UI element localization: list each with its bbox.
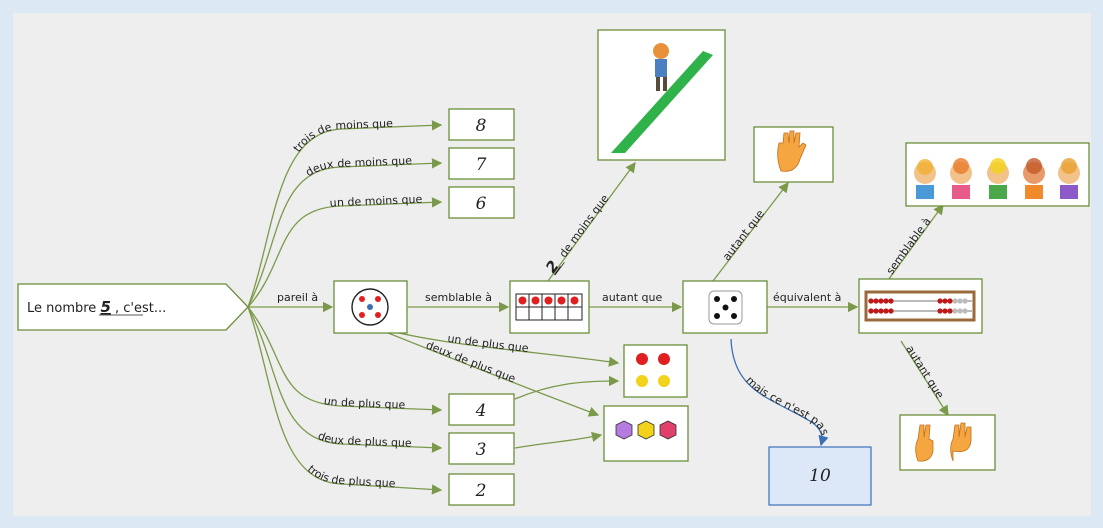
edge-label-mais: mais ce n'est pas bbox=[743, 374, 831, 437]
value-2: 2 bbox=[475, 481, 487, 501]
edge-label-autant-fingers: autant que bbox=[903, 343, 946, 401]
edge-label-trois-plus: trois de plus que bbox=[305, 463, 396, 491]
concept-map-canvas: Le nombre 5 , c'est... trois de moins qu… bbox=[13, 13, 1091, 516]
edge-label-equivalent: équivalent à bbox=[773, 291, 841, 304]
edge-label-deux-plus: deux de plus que bbox=[316, 429, 412, 450]
hand-five-icon bbox=[777, 130, 807, 172]
ten-node: 10 bbox=[768, 446, 872, 506]
svg-text:deux de moins que: deux de moins que bbox=[303, 154, 412, 179]
svg-text:un de plus que: un de plus que bbox=[323, 394, 406, 411]
child-figure-icon bbox=[653, 43, 669, 91]
value-8: 8 bbox=[476, 116, 487, 136]
ten-frame-icon bbox=[515, 293, 583, 321]
edge-label-semblable-kids: semblable à bbox=[884, 215, 934, 277]
less-boxes: 8 7 6 bbox=[448, 108, 515, 219]
hands-fingers-icon bbox=[915, 422, 972, 462]
svg-text:2_ de moins que: 2_ de moins que bbox=[542, 192, 612, 276]
fingers-node bbox=[899, 414, 996, 471]
svg-text:semblable à: semblable à bbox=[884, 215, 934, 277]
start-node: Le nombre 5 , c'est... bbox=[17, 283, 249, 331]
svg-text:mais ce n'est pas: mais ce n'est pas bbox=[743, 374, 831, 437]
colored-dots-node bbox=[623, 344, 688, 398]
five-children-icon bbox=[914, 158, 1080, 199]
cubes-icon bbox=[615, 420, 677, 440]
svg-text:trois de moins que: trois de moins que bbox=[291, 117, 394, 155]
number-track-icon bbox=[611, 51, 713, 153]
svg-text:un de moins que: un de moins que bbox=[329, 193, 423, 210]
edge-label-deux-moins: deux de moins que bbox=[303, 154, 412, 179]
edge-label-pareil: pareil à bbox=[277, 291, 318, 304]
kids-node bbox=[905, 142, 1090, 207]
svg-text:deux de plus que: deux de plus que bbox=[316, 429, 412, 450]
more-boxes: 4 3 2 bbox=[448, 393, 515, 506]
svg-text:trois de plus que: trois de plus que bbox=[305, 463, 396, 491]
start-text: Le nombre 5 , c'est... bbox=[27, 298, 166, 316]
abacus-node bbox=[858, 278, 983, 334]
concept-map: Le nombre 5 , c'est... trois de moins qu… bbox=[17, 29, 1090, 506]
value-7: 7 bbox=[476, 155, 487, 175]
value-10: 10 bbox=[809, 466, 831, 486]
value-6: 6 bbox=[476, 194, 487, 214]
edge-label-moins: 2_ de moins que bbox=[542, 192, 612, 276]
die-node bbox=[682, 280, 768, 334]
value-3: 3 bbox=[476, 440, 487, 460]
edge-label-un-plus: un de plus que bbox=[323, 394, 406, 411]
value-4: 4 bbox=[475, 401, 487, 421]
svg-text:autant que: autant que bbox=[903, 343, 946, 401]
ten-frame-node bbox=[509, 280, 590, 334]
hand-node bbox=[753, 126, 834, 183]
edge-label-semblable: semblable à bbox=[425, 291, 492, 304]
svg-text:autant que: autant que bbox=[720, 207, 767, 263]
edge-label-autant-hand: autant que bbox=[720, 207, 767, 263]
edge-label-un-moins: un de moins que bbox=[329, 193, 423, 210]
dots-circle-node bbox=[333, 280, 408, 334]
cubes-node bbox=[603, 405, 689, 462]
edge-label-autant: autant que bbox=[602, 291, 663, 304]
number-track-node bbox=[597, 29, 726, 161]
edges bbox=[247, 124, 949, 491]
abacus-icon bbox=[864, 290, 976, 322]
edge-label-trois-moins: trois de moins que bbox=[291, 117, 394, 155]
